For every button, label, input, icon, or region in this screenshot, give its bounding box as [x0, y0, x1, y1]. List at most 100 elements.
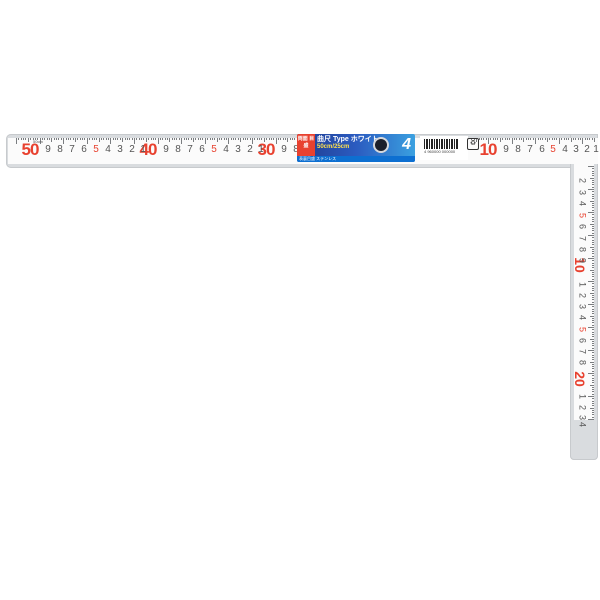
tick-mark — [592, 221, 594, 223]
tick-mark — [592, 168, 594, 170]
tick-mark — [218, 138, 220, 140]
tick-mark — [530, 138, 532, 140]
tick-mark — [263, 138, 265, 142]
minor-scale-number: 7 — [187, 144, 193, 155]
tick-mark — [592, 225, 594, 227]
tick-mark — [592, 400, 594, 402]
tick-mark — [592, 297, 594, 299]
tick-mark — [592, 244, 594, 246]
barcode-icon — [424, 139, 458, 149]
tick-mark — [556, 138, 558, 140]
tick-mark — [266, 138, 268, 140]
tick-mark — [551, 138, 553, 140]
minor-scale-number: 6 — [577, 337, 588, 343]
recycle-icon: ♻ — [467, 138, 479, 150]
minor-scale-number: 9 — [577, 257, 588, 263]
tick-mark — [568, 138, 570, 140]
tick-mark — [162, 138, 164, 140]
tick-mark — [592, 331, 594, 333]
tick-mark — [129, 138, 131, 140]
tick-mark — [592, 255, 594, 257]
minor-scale-number: 3 — [573, 144, 579, 155]
tick-mark — [592, 356, 594, 358]
tick-mark — [185, 138, 187, 140]
tick-mark — [89, 138, 91, 140]
tick-mark — [193, 138, 194, 142]
minor-scale-number: 2 — [247, 144, 253, 155]
tick-mark — [287, 138, 289, 142]
tick-mark — [167, 138, 169, 140]
tick-mark — [108, 138, 110, 140]
corner-mark: 50cm — [33, 139, 43, 144]
minor-scale-number: 9 — [45, 144, 51, 155]
minor-scale-number: 6 — [199, 144, 205, 155]
tick-mark — [592, 317, 594, 319]
tick-mark — [588, 350, 594, 351]
tick-mark — [202, 138, 204, 140]
tick-mark — [37, 138, 39, 140]
tick-mark — [131, 138, 133, 140]
tick-mark — [209, 138, 211, 140]
minor-scale-number: 1 — [577, 281, 588, 287]
tick-mark — [592, 354, 594, 356]
tick-mark — [547, 138, 548, 142]
tick-mark — [277, 138, 279, 140]
tick-mark — [588, 419, 594, 420]
tick-mark — [592, 251, 594, 253]
minor-scale-number: 2 — [577, 404, 588, 410]
tick-mark — [592, 313, 594, 315]
tick-mark — [495, 138, 497, 140]
tick-mark — [589, 138, 591, 140]
tick-mark — [592, 205, 594, 207]
minor-scale-number: 1 — [577, 393, 588, 399]
tick-mark — [485, 138, 487, 140]
tick-mark — [532, 138, 534, 140]
tick-mark — [34, 138, 36, 140]
tick-mark — [480, 138, 482, 140]
tick-mark — [233, 138, 235, 140]
tick-mark — [58, 138, 60, 140]
tick-mark — [44, 138, 46, 140]
tick-mark — [592, 322, 594, 324]
tick-mark — [587, 138, 589, 140]
tick-mark — [513, 138, 515, 140]
tick-mark — [535, 138, 537, 144]
tick-mark — [577, 138, 579, 140]
tick-mark — [592, 370, 594, 372]
tick-mark — [152, 138, 154, 140]
tick-mark — [554, 138, 556, 140]
tick-mark — [588, 396, 594, 397]
tick-mark — [592, 202, 594, 204]
tick-mark — [252, 138, 253, 144]
tick-mark — [584, 138, 586, 140]
tick-mark — [143, 138, 145, 140]
tick-mark — [594, 138, 596, 142]
minor-scale-number: 5 — [577, 212, 588, 218]
tick-mark — [592, 389, 594, 391]
tick-mark — [502, 138, 504, 140]
tick-mark — [590, 407, 594, 409]
tick-mark — [592, 179, 594, 181]
tick-mark — [592, 366, 594, 368]
tick-mark — [591, 138, 593, 140]
tick-mark — [592, 414, 594, 416]
tick-mark — [521, 138, 523, 140]
tick-mark — [492, 138, 494, 140]
tick-mark — [134, 138, 135, 144]
tick-mark — [124, 138, 126, 140]
tick-mark — [46, 138, 48, 140]
tick-mark — [592, 290, 594, 292]
tick-mark — [592, 352, 594, 354]
tick-mark — [592, 262, 594, 264]
tick-mark — [119, 138, 121, 140]
tick-mark — [509, 138, 511, 140]
minor-scale-number: 3 — [577, 303, 588, 309]
tick-mark — [23, 138, 25, 140]
major-scale-number: 20 — [571, 371, 588, 387]
tick-mark — [561, 138, 563, 140]
tick-mark — [207, 138, 209, 140]
tick-mark — [105, 138, 107, 140]
tick-mark — [169, 138, 171, 142]
tick-mark — [592, 308, 594, 310]
tick-mark — [592, 186, 594, 188]
